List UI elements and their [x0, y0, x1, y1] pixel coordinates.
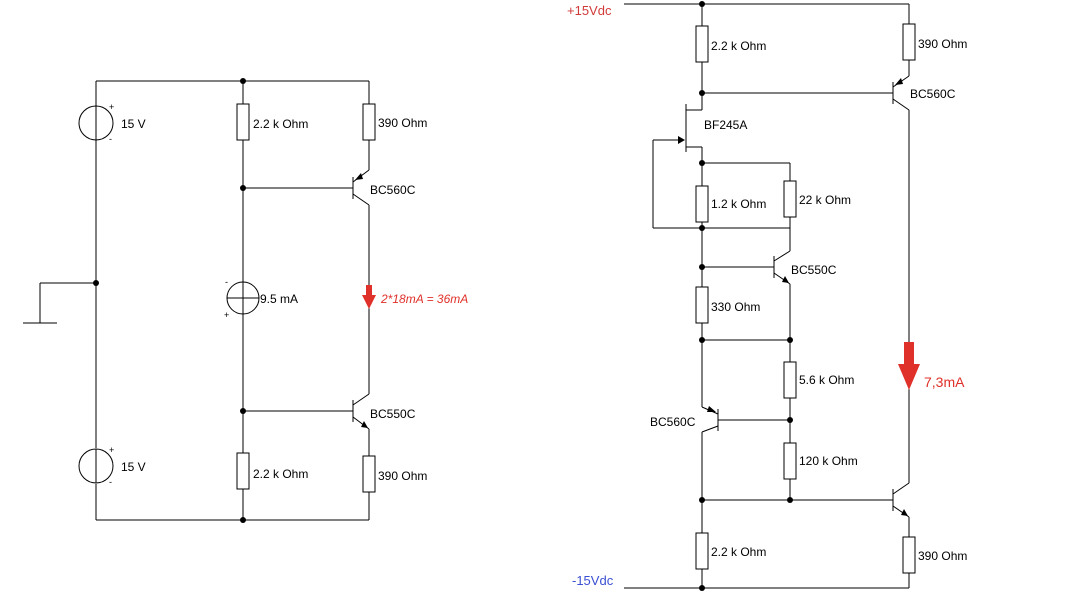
minus-sign-bottom: -	[109, 477, 112, 487]
minus-sign-top: -	[109, 134, 112, 144]
left-junctions	[93, 78, 246, 523]
resistor-right-top	[362, 103, 376, 141]
plus-sign-bottom: +	[109, 445, 114, 455]
resistor-r1-label: 2.2 k Ohm	[711, 39, 766, 53]
transistor-npn-bottom	[352, 393, 370, 430]
resistor-r3-label: 1.2 k Ohm	[711, 197, 766, 211]
transistor-out-top-label: BC560C	[910, 87, 956, 101]
transistor-bottom-label: BC550C	[370, 407, 416, 421]
left-wires	[23, 80, 370, 521]
voltage-source-top: + -	[78, 102, 114, 144]
current-arrow-left	[362, 285, 376, 309]
resistor-left-bottom-label: 2.2 k Ohm	[253, 467, 308, 481]
voltage-source-top-label: 15 V	[121, 117, 146, 131]
resistor-r1	[695, 25, 709, 63]
resistor-right-bottom-label: 390 Ohm	[378, 469, 427, 483]
resistor-r3	[695, 185, 709, 223]
transistor-pnp-top	[352, 169, 370, 206]
resistor-r2	[902, 23, 916, 61]
transistor-low-left	[701, 406, 719, 433]
current-source-minus: -	[225, 277, 228, 287]
transistor-out-bottom	[892, 482, 910, 518]
resistor-left-top	[236, 103, 250, 141]
transistor-mid	[773, 250, 791, 285]
resistor-r9	[902, 536, 916, 574]
resistor-r8	[695, 532, 709, 570]
voltage-source-bottom: + -	[78, 445, 114, 487]
right-wires	[652, 4, 910, 588]
right-junctions	[699, 1, 793, 591]
jfet-transistor	[678, 104, 687, 152]
resistor-r6	[783, 361, 797, 399]
transistor-mid-label: BC550C	[791, 263, 837, 277]
resistor-r6-label: 5.6 k Ohm	[799, 373, 854, 387]
transistor-out-top	[892, 75, 910, 111]
current-source-label: 9.5 mA	[260, 292, 298, 306]
right-circuit: +15Vdc -15Vdc	[567, 1, 967, 591]
left-circuit: + - 15 V + - 15 V - + 9.5 mA 2.2 k Ohm 3…	[23, 78, 468, 523]
resistor-left-top-label: 2.2 k Ohm	[253, 117, 308, 131]
resistor-r2-label: 390 Ohm	[918, 37, 967, 51]
resistor-r4-label: 22 k Ohm	[799, 193, 851, 207]
voltage-source-bottom-label: 15 V	[121, 460, 146, 474]
current-arrow-right	[898, 342, 920, 390]
resistor-r5-label: 330 Ohm	[711, 300, 760, 314]
transistor-low-left-label: BC560C	[650, 415, 696, 429]
resistor-r8-label: 2.2 k Ohm	[711, 545, 766, 559]
power-rails	[624, 3, 909, 589]
current-annotation-right: 7,3mA	[924, 374, 965, 390]
resistor-r7-label: 120 k Ohm	[799, 454, 858, 468]
current-source-plus: +	[224, 310, 229, 320]
resistor-r4	[783, 180, 797, 218]
current-annotation-left: 2*18mA = 36mA	[380, 292, 468, 306]
plus-sign-top: +	[109, 102, 114, 112]
resistor-right-bottom	[362, 455, 376, 493]
resistor-r7	[783, 442, 797, 480]
jfet-label: BF245A	[704, 118, 747, 132]
resistor-left-bottom	[236, 452, 250, 490]
resistor-right-top-label: 390 Ohm	[378, 116, 427, 130]
current-source: - +	[224, 277, 260, 320]
resistor-r9-label: 390 Ohm	[918, 549, 967, 563]
resistor-r5	[695, 286, 709, 324]
transistor-top-label: BC560C	[370, 183, 416, 197]
negative-rail-label: -15Vdc	[572, 573, 614, 588]
positive-rail-label: +15Vdc	[567, 3, 612, 18]
